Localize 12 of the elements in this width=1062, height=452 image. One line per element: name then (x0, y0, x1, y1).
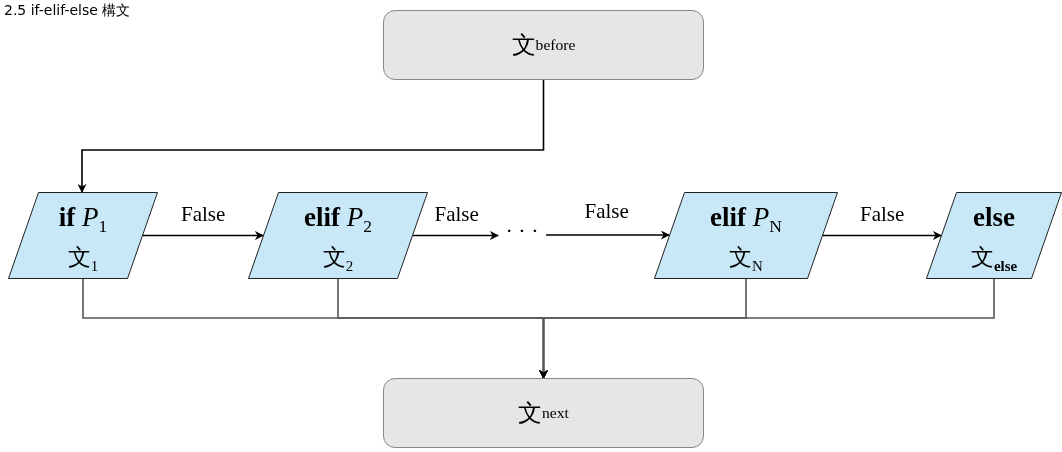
arrow (545, 230, 670, 240)
condition-parallelogram: else 文$_{else}$ (926, 192, 1062, 279)
title: 2.5 if-elif-else 構文 (4, 2, 131, 20)
condition-parallelogram: if P$_{1}$ 文$_{1}$ (8, 192, 158, 279)
condition-parallelogram: elif P$_{2}$ 文$_{2}$ (248, 192, 428, 279)
arrow (77, 79, 545, 193)
arrow (539, 278, 995, 379)
arrow (822, 231, 942, 240)
arrow (412, 231, 499, 240)
condition-parallelogram: elif P$_{N}$ 文$_{N}$ (654, 192, 838, 279)
arrow (142, 231, 264, 240)
ellipsis: · · · (500, 218, 544, 248)
